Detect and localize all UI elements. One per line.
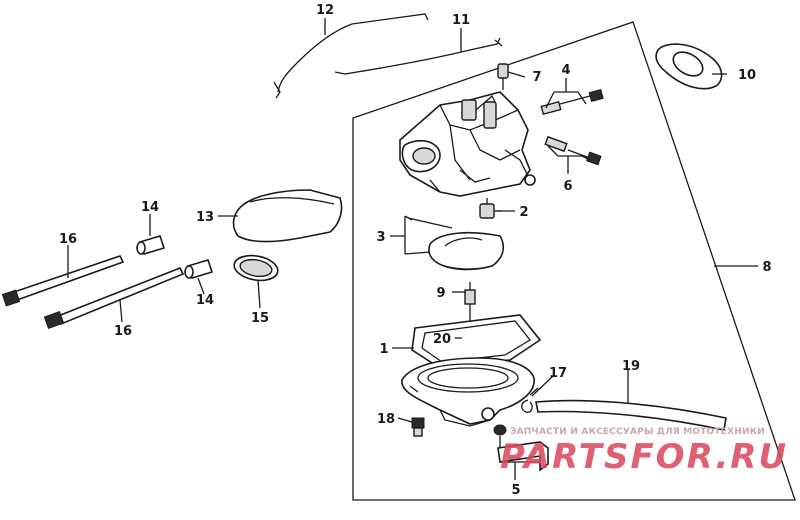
- label-20: 20: [433, 332, 451, 347]
- drain-plug: [479, 198, 502, 219]
- float-valve: [464, 282, 476, 325]
- label-15: 15: [251, 311, 269, 326]
- label-2: 2: [519, 205, 528, 220]
- label-16-upper: 16: [59, 232, 77, 247]
- label-9: 9: [436, 286, 445, 301]
- hose-clip: [521, 387, 539, 413]
- label-13: 13: [196, 210, 214, 225]
- pilot-screw: [497, 63, 509, 90]
- throttle-stop-screw: [540, 88, 604, 116]
- insulator-gasket: [655, 43, 723, 90]
- label-14-upper: 14: [141, 200, 159, 215]
- air-intake-cover: [232, 189, 343, 243]
- drain-tube: [535, 399, 727, 431]
- watermark-tagline: ЗАПЧАСТИ И АКСЕССУАРЫ ДЛЯ МОТОТЕХНИКИ: [510, 427, 765, 437]
- label-5: 5: [511, 483, 520, 498]
- float-chamber-gasket: [411, 314, 542, 369]
- float-pin: [407, 217, 453, 229]
- throttle-link-rod: [273, 13, 429, 99]
- collar-upper: [136, 235, 166, 255]
- label-4: 4: [561, 63, 570, 78]
- chamber-screw: [411, 417, 425, 437]
- collar-lower: [184, 259, 214, 279]
- label-10: 10: [738, 68, 756, 83]
- choke-rod: [334, 37, 503, 75]
- label-3: 3: [376, 230, 385, 245]
- label-8: 8: [762, 260, 771, 275]
- label-16-lower: 16: [114, 324, 132, 339]
- label-17: 17: [549, 366, 567, 381]
- label-12: 12: [316, 3, 334, 18]
- idle-adjust-screw: [544, 135, 602, 166]
- label-18: 18: [377, 412, 395, 427]
- label-7: 7: [532, 70, 541, 85]
- assembly-boundary: [352, 21, 796, 501]
- float-chamber: [401, 357, 535, 427]
- float: [428, 231, 505, 271]
- label-1: 1: [379, 342, 388, 357]
- watermark-brand: PARTSFOR.RU: [500, 437, 788, 477]
- label-6: 6: [563, 179, 572, 194]
- label-11: 11: [452, 13, 470, 28]
- label-19: 19: [622, 359, 640, 374]
- carburetor-body: [399, 91, 536, 197]
- air-filter-screen: [233, 254, 279, 282]
- long-bolt-lower: [43, 266, 185, 330]
- label-14-lower: 14: [196, 293, 214, 308]
- choke-bracket: [493, 424, 549, 472]
- leader-lines: [67, 18, 758, 480]
